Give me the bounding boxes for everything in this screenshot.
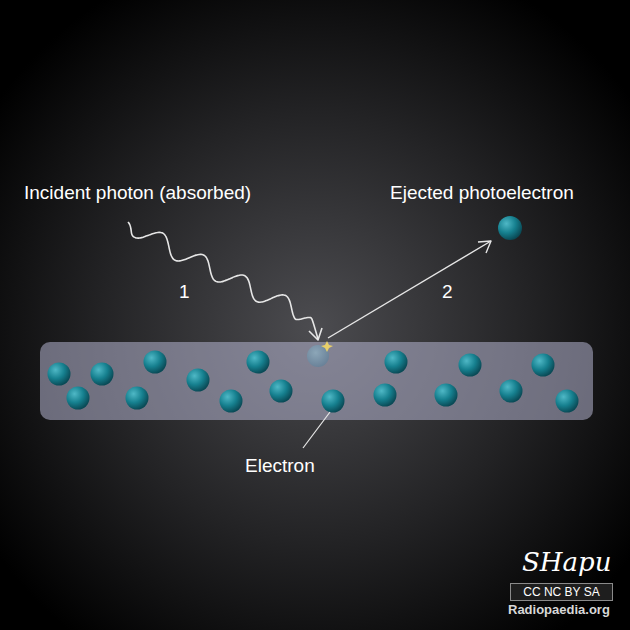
text-label: Incident photon (absorbed) (24, 183, 251, 204)
electron (144, 351, 167, 374)
photon-wave (128, 222, 318, 339)
electron (67, 387, 90, 410)
electron-path (328, 241, 491, 338)
electron (385, 351, 408, 374)
badge-text: CC NC BY SA (523, 586, 599, 598)
electron (322, 390, 345, 413)
electron (459, 354, 482, 377)
electron (270, 380, 293, 403)
electron (220, 390, 243, 413)
electron (91, 363, 114, 386)
electron (247, 351, 270, 374)
electron (532, 354, 555, 377)
electron (435, 384, 458, 407)
signature: SHapu (522, 548, 611, 577)
text-label: Electron (245, 456, 315, 477)
electron (48, 363, 71, 386)
electron (556, 390, 579, 413)
electron (374, 384, 397, 407)
text-label: Ejected photoelectron (390, 183, 574, 204)
license-badge: CC NC BY SA (510, 583, 613, 601)
watermark: Radiopaedia.org (508, 603, 610, 617)
electron (500, 380, 523, 403)
callout-number: 2 (442, 282, 453, 303)
electron (187, 369, 210, 392)
material-slab (40, 342, 593, 420)
callout-number: 1 (179, 282, 190, 303)
photoelectron (498, 216, 522, 240)
path-arrowhead (478, 241, 491, 253)
photon-arrowhead (309, 328, 322, 340)
absorption-star (321, 341, 333, 352)
leader-line (303, 412, 330, 448)
electron (126, 387, 149, 410)
